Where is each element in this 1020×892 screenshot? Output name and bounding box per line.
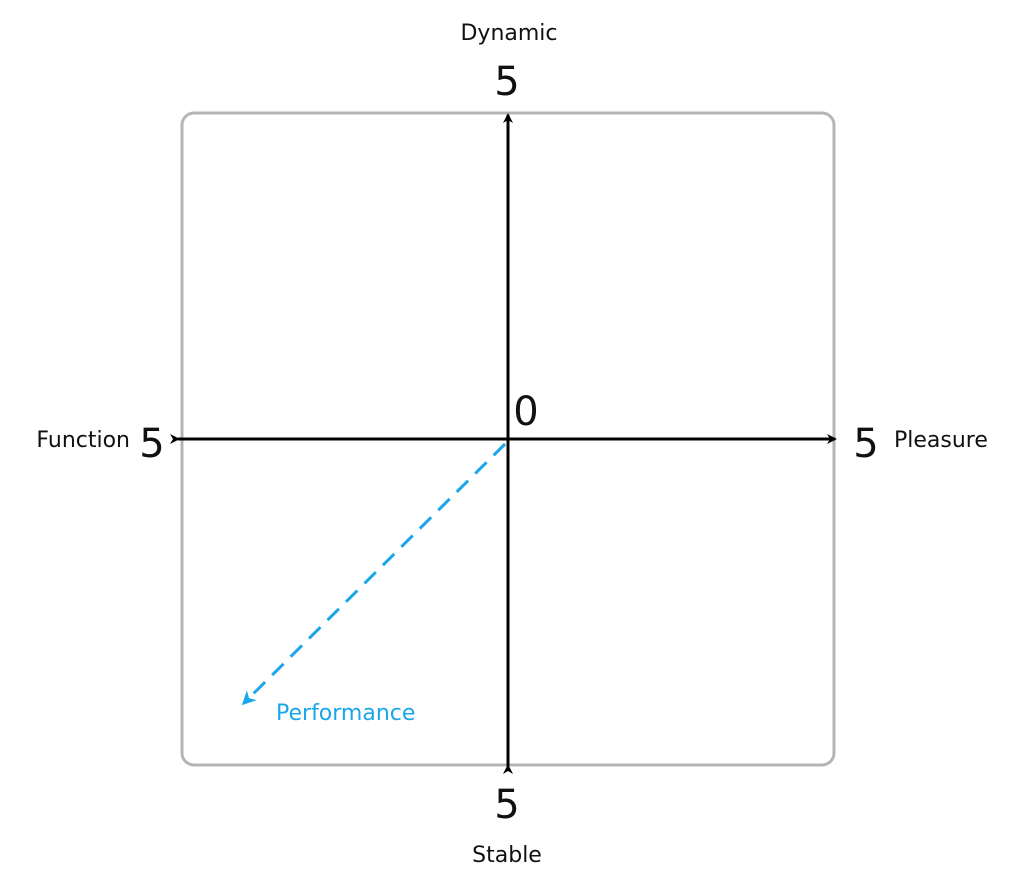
left-axis-label: Function [36,428,130,453]
origin-value: 0 [513,389,538,435]
performance-label: Performance [276,701,415,726]
top-axis-value: 5 [494,59,519,105]
top-axis-label: Dynamic [460,21,557,46]
bottom-axis-label: Stable [472,843,542,868]
right-axis-label: Pleasure [894,428,988,453]
left-axis-value: 5 [139,421,164,467]
performance-vector [241,442,507,706]
bottom-axis-value: 5 [494,782,519,828]
right-axis-value: 5 [853,421,878,467]
